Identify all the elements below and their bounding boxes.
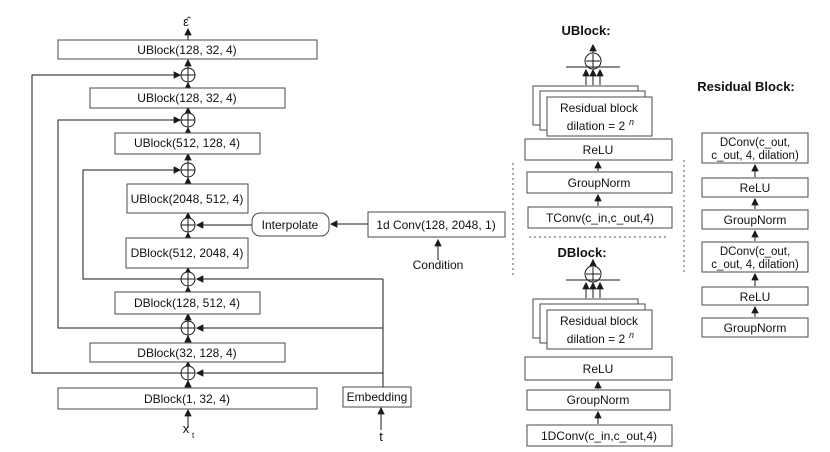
residual-groupnorm-2: GroupNorm: [701, 317, 809, 338]
svg-text:GroupNorm: GroupNorm: [724, 213, 787, 227]
svg-text:TConv(c_in,c_out,4): TConv(c_in,c_out,4): [546, 211, 654, 225]
output-epsilon-label: ε̂: [183, 14, 192, 29]
dblock-3-label: DBlock(128, 512, 4): [134, 296, 240, 310]
svg-text:c_out, 4, dilation): c_out, 4, dilation): [711, 259, 799, 271]
ublock-4-label: UBlock(2048, 512, 4): [131, 192, 244, 206]
residual-stack-line1: Residual block: [560, 314, 639, 328]
svg-text:ReLU: ReLU: [740, 290, 771, 304]
ublock-tconv: TConv(c_in,c_out,4): [527, 206, 673, 229]
residual-stack-line2: dilation = 2: [567, 332, 626, 346]
residual-stack-exponent: n: [629, 330, 634, 340]
svg-text:GroupNorm: GroupNorm: [567, 393, 630, 407]
sum-node: [180, 112, 196, 128]
ublock-2-label: UBlock(128, 32, 4): [137, 91, 236, 105]
svg-text:DConv(c_out,: DConv(c_out,: [720, 246, 790, 258]
dblock-3: DBlock(128, 512, 4): [114, 291, 261, 315]
separators: [512, 160, 685, 277]
svg-text:ReLU: ReLU: [583, 143, 614, 157]
dblock-1: DBlock(1, 32, 4): [57, 387, 318, 410]
ublock-3-label: UBlock(512, 128, 4): [134, 136, 240, 150]
svg-text:c_out, 4, dilation): c_out, 4, dilation): [711, 150, 799, 162]
dblock-2: DBlock(32, 128, 4): [89, 342, 286, 363]
sum-node: [180, 67, 196, 83]
ublock-2: UBlock(128, 32, 4): [89, 87, 286, 109]
residual-stack-line2: dilation = 2: [567, 119, 626, 133]
svg-text:GroupNorm: GroupNorm: [568, 176, 631, 190]
dblock-groupnorm: GroupNorm: [526, 389, 671, 411]
svg-text:t: t: [192, 431, 195, 440]
sum-node: [180, 162, 196, 178]
dblock-4: DBlock(512, 2048, 4): [125, 237, 249, 269]
ublock-relu: ReLU: [524, 138, 673, 161]
sum-nodes: [180, 67, 196, 381]
ublock-1-label: UBlock(128, 32, 4): [137, 43, 236, 57]
residual-stack-exponent: n: [629, 117, 634, 127]
ublock-1: UBlock(128, 32, 4): [57, 39, 318, 60]
condition-label: Condition: [413, 258, 464, 272]
dblock-1-label: DBlock(1, 32, 4): [144, 392, 230, 406]
residual-stack: Residual block dilation = 2 n: [532, 85, 653, 137]
input-t-label: t: [379, 429, 383, 444]
dblock-detail: DBlock: Residual block dilation = 2 n Re…: [524, 245, 673, 447]
embedding-block: Embedding: [342, 386, 412, 408]
residual-block-detail: Residual Block: DConv(c_out, c_out, 4, d…: [697, 79, 809, 338]
svg-text:1DConv(c_in,c_out,4): 1DConv(c_in,c_out,4): [541, 429, 657, 443]
sum-node: [180, 320, 196, 336]
cond-conv-label: 1d Conv(128, 2048, 1): [376, 218, 495, 232]
svg-text:x: x: [183, 421, 190, 436]
interpolate-block: Interpolate: [251, 212, 330, 237]
residual-relu-1: ReLU: [701, 177, 809, 198]
dblock-2-label: DBlock(32, 128, 4): [137, 346, 236, 360]
ublock-detail: UBlock: Residual block dilation = 2 n Re…: [524, 23, 673, 229]
ublock-groupnorm: GroupNorm: [526, 171, 673, 194]
ublock-detail-title: UBlock:: [561, 23, 610, 38]
residual-groupnorm-1: GroupNorm: [701, 209, 809, 230]
sum-node: [180, 217, 196, 233]
svg-text:ReLU: ReLU: [583, 362, 614, 376]
residual-dconv-2: DConv(c_out, c_out, 4, dilation): [701, 241, 809, 273]
residual-detail-title: Residual Block:: [697, 79, 795, 94]
sum-node: [180, 271, 196, 287]
ublock-3: UBlock(512, 128, 4): [114, 132, 261, 155]
main-network: UBlock(128, 32, 4) UBlock(128, 32, 4) UB…: [31, 14, 506, 444]
dblock-4-label: DBlock(512, 2048, 4): [131, 246, 244, 260]
svg-text:ReLU: ReLU: [740, 181, 771, 195]
svg-text:DConv(c_out,: DConv(c_out,: [720, 137, 790, 149]
dblock-relu: ReLU: [524, 356, 673, 381]
sum-node: [180, 365, 196, 381]
skip-connections: [31, 71, 182, 374]
residual-stack-line1: Residual block: [560, 101, 639, 115]
dblock-1dconv: 1DConv(c_in,c_out,4): [526, 424, 673, 447]
residual-stack: Residual block dilation = 2 n: [532, 298, 653, 350]
dblock-detail-title: DBlock:: [557, 245, 606, 260]
residual-relu-2: ReLU: [701, 286, 809, 306]
cond-conv-block: 1d Conv(128, 2048, 1): [367, 211, 506, 238]
main-spine-wires: [184, 27, 385, 430]
svg-text:GroupNorm: GroupNorm: [724, 321, 787, 335]
embedding-feed-wires: [195, 220, 442, 387]
interpolate-label: Interpolate: [262, 218, 319, 232]
residual-dconv-1: DConv(c_out, c_out, 4, dilation): [701, 132, 809, 164]
input-x-label: x t: [183, 421, 195, 440]
embedding-label: Embedding: [347, 390, 408, 404]
ublock-4: UBlock(2048, 512, 4): [126, 183, 249, 214]
